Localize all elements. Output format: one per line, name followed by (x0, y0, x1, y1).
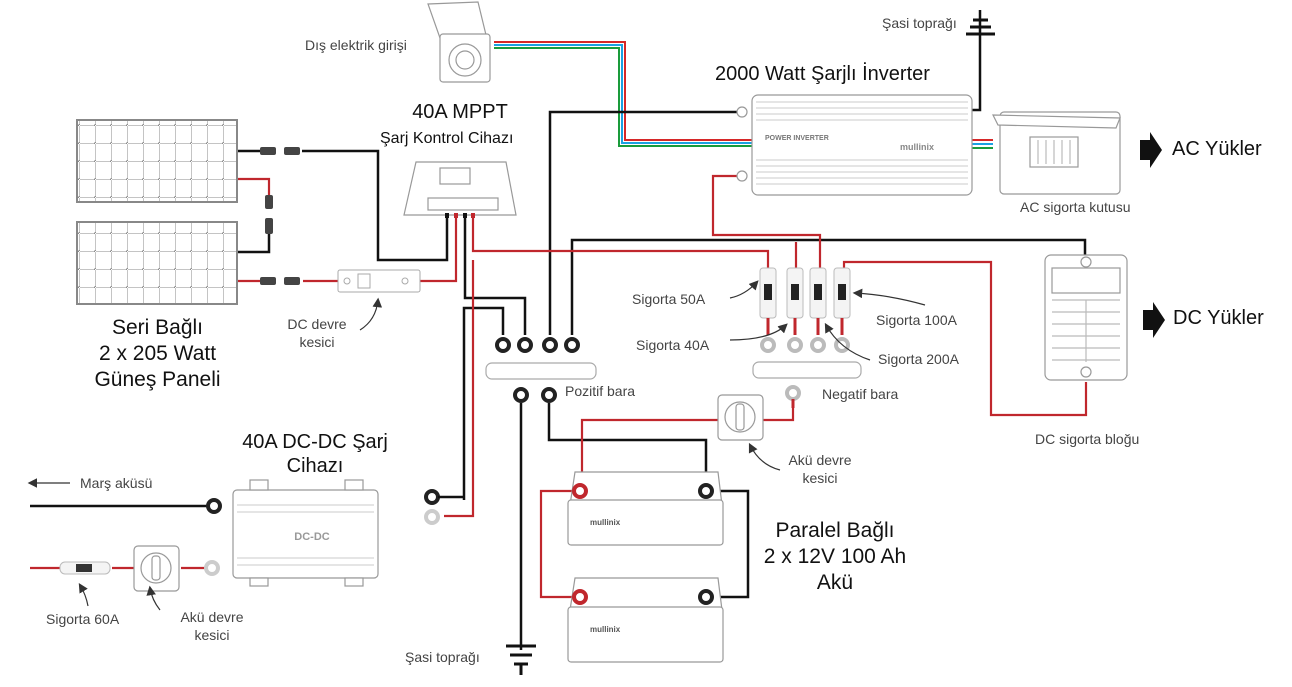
positive-wires (30, 174, 1088, 599)
negative-bus-label: Negatif bara (822, 386, 899, 402)
solar-positive-wire (420, 213, 458, 283)
battery-parallel-negative-wire (716, 489, 750, 599)
fuse-block-negative-wire (570, 238, 1087, 335)
battery-switch-right-label-line1: Akü devre (788, 452, 852, 468)
dc-fuse-block-label: DC sigorta bloğu (1035, 431, 1140, 447)
inverter-title: 2000 Watt Şarjlı İnverter (715, 63, 930, 85)
chassis-ground-bottom-label: Şasi toprağı (405, 649, 480, 665)
ac-neutral-wire-in (494, 44, 760, 144)
ac-loads-label: AC Yükler (1172, 138, 1262, 160)
ac-fuse-box-label: AC sigorta kutusu (1020, 199, 1131, 215)
negative-busbar (752, 361, 862, 379)
battery-switch-left-label: Akü devre kesici (172, 608, 252, 644)
fuse-60a-label: Sigorta 60A (46, 611, 120, 627)
annotation-arrows (27, 280, 926, 611)
chassis-ground-top-symbol (966, 18, 995, 36)
batteries-label: Paralel Bağlı 2 x 12V 100 Ah Akü (760, 518, 910, 596)
battery-parallel-positive-wire (539, 489, 572, 599)
mppt-controller (403, 161, 517, 218)
shore-power-label: Dış elektrik girişi (305, 37, 407, 53)
negative-wires (30, 10, 1087, 650)
solar-negative-wire (302, 149, 449, 262)
fuse-50a-label: Sigorta 50A (632, 291, 706, 307)
solar-panel-2 (76, 221, 238, 305)
inverter-negative-wire (548, 110, 745, 335)
dc-fuse-block (1044, 254, 1128, 381)
fuse-100a-label: Sigorta 100A (876, 312, 957, 328)
mppt-subtitle: Şarj Kontrol Cihazı (380, 130, 514, 147)
switch-to-bus-wire (763, 408, 795, 422)
dc-breaker-label-line1: DC devre (287, 316, 347, 332)
inverter-positive-wire (711, 174, 822, 270)
battery-switch-right-label: Akü devre kesici (780, 451, 860, 487)
battery-switch-right (717, 394, 764, 441)
positive-busbar (485, 362, 597, 380)
battery-1-brand: mullinix (590, 518, 621, 527)
mppt-battery-negative-wire (463, 213, 527, 335)
fuse-block-positive-wire (842, 260, 1088, 417)
ac-loads-arrow-icon (1140, 132, 1162, 168)
positive-bus-label: Pozitif bara (565, 383, 636, 399)
inverter-logo-text: mullinix (900, 142, 934, 152)
mppt-positive-wire (471, 213, 770, 270)
fuse-200a-label: Sigorta 200A (878, 351, 959, 367)
dcdc-charger-label: 40A DC-DC Şarj Cihazı (240, 430, 390, 478)
panel-series-wire (238, 177, 271, 197)
battery-2-brand: mullinix (590, 625, 621, 634)
mppt-title: 40A MPPT (412, 101, 508, 123)
solar-panel-label: Seri Bağlı 2 x 205 Watt Güneş Paneli (80, 315, 235, 393)
ac-earth-wire-in (494, 47, 760, 147)
battery-2 (567, 577, 724, 663)
batteries-label-line3: Akü (816, 571, 854, 594)
dc-loads-arrow-icon (1143, 302, 1165, 338)
battery-negative-wire (547, 403, 708, 483)
dcdc-charger (232, 479, 379, 587)
dcdc-charger-label-line2: Cihazı (286, 455, 344, 477)
battery-switch-left-label-line2: kesici (194, 627, 230, 643)
battery-switch-right-label-line2: kesici (802, 470, 838, 486)
battery-switch-left (133, 545, 180, 592)
shore-power-inlet (427, 1, 491, 83)
solar-panel-label-line2: 2 x 205 Watt (98, 342, 217, 365)
dc-loads-label: DC Yükler (1173, 307, 1264, 329)
dcdc-negative-wire (462, 306, 505, 500)
batteries-label-line2: 2 x 12V 100 Ah (763, 545, 907, 568)
solar-panel-label-line3: Güneş Paneli (94, 368, 221, 391)
solar-panel-1 (76, 119, 238, 203)
ac-fuse-box (992, 111, 1121, 195)
chassis-ground-bottom-symbol (506, 644, 536, 675)
dc-breaker-label-line2: kesici (299, 334, 335, 350)
dcdc-charger-label-line1: 40A DC-DC Şarj (242, 431, 388, 453)
solar-panel-label-line1: Seri Bağlı (111, 316, 204, 339)
dc-breaker-label: DC devre kesici (282, 315, 352, 351)
battery-positive-wire (580, 418, 718, 483)
dcdc-device-text: DC-DC (294, 531, 329, 543)
inline-fuses (759, 267, 851, 319)
dc-breaker (337, 269, 421, 293)
starter-battery-label: Marş aküsü (80, 475, 153, 491)
chassis-ground-top-label: Şasi toprağı (882, 15, 957, 31)
inverter (736, 94, 973, 196)
dcdc-positive-wire (444, 260, 475, 518)
fuse-40a-label: Sigorta 40A (636, 337, 710, 353)
battery-1 (567, 471, 724, 546)
batteries-label-line1: Paralel Bağlı (775, 519, 895, 542)
inverter-brand-text: POWER INVERTER (765, 135, 829, 142)
mc4-connectors (260, 147, 300, 285)
ac-live-wire-in (494, 41, 760, 141)
battery-switch-left-label-line1: Akü devre (180, 609, 244, 625)
